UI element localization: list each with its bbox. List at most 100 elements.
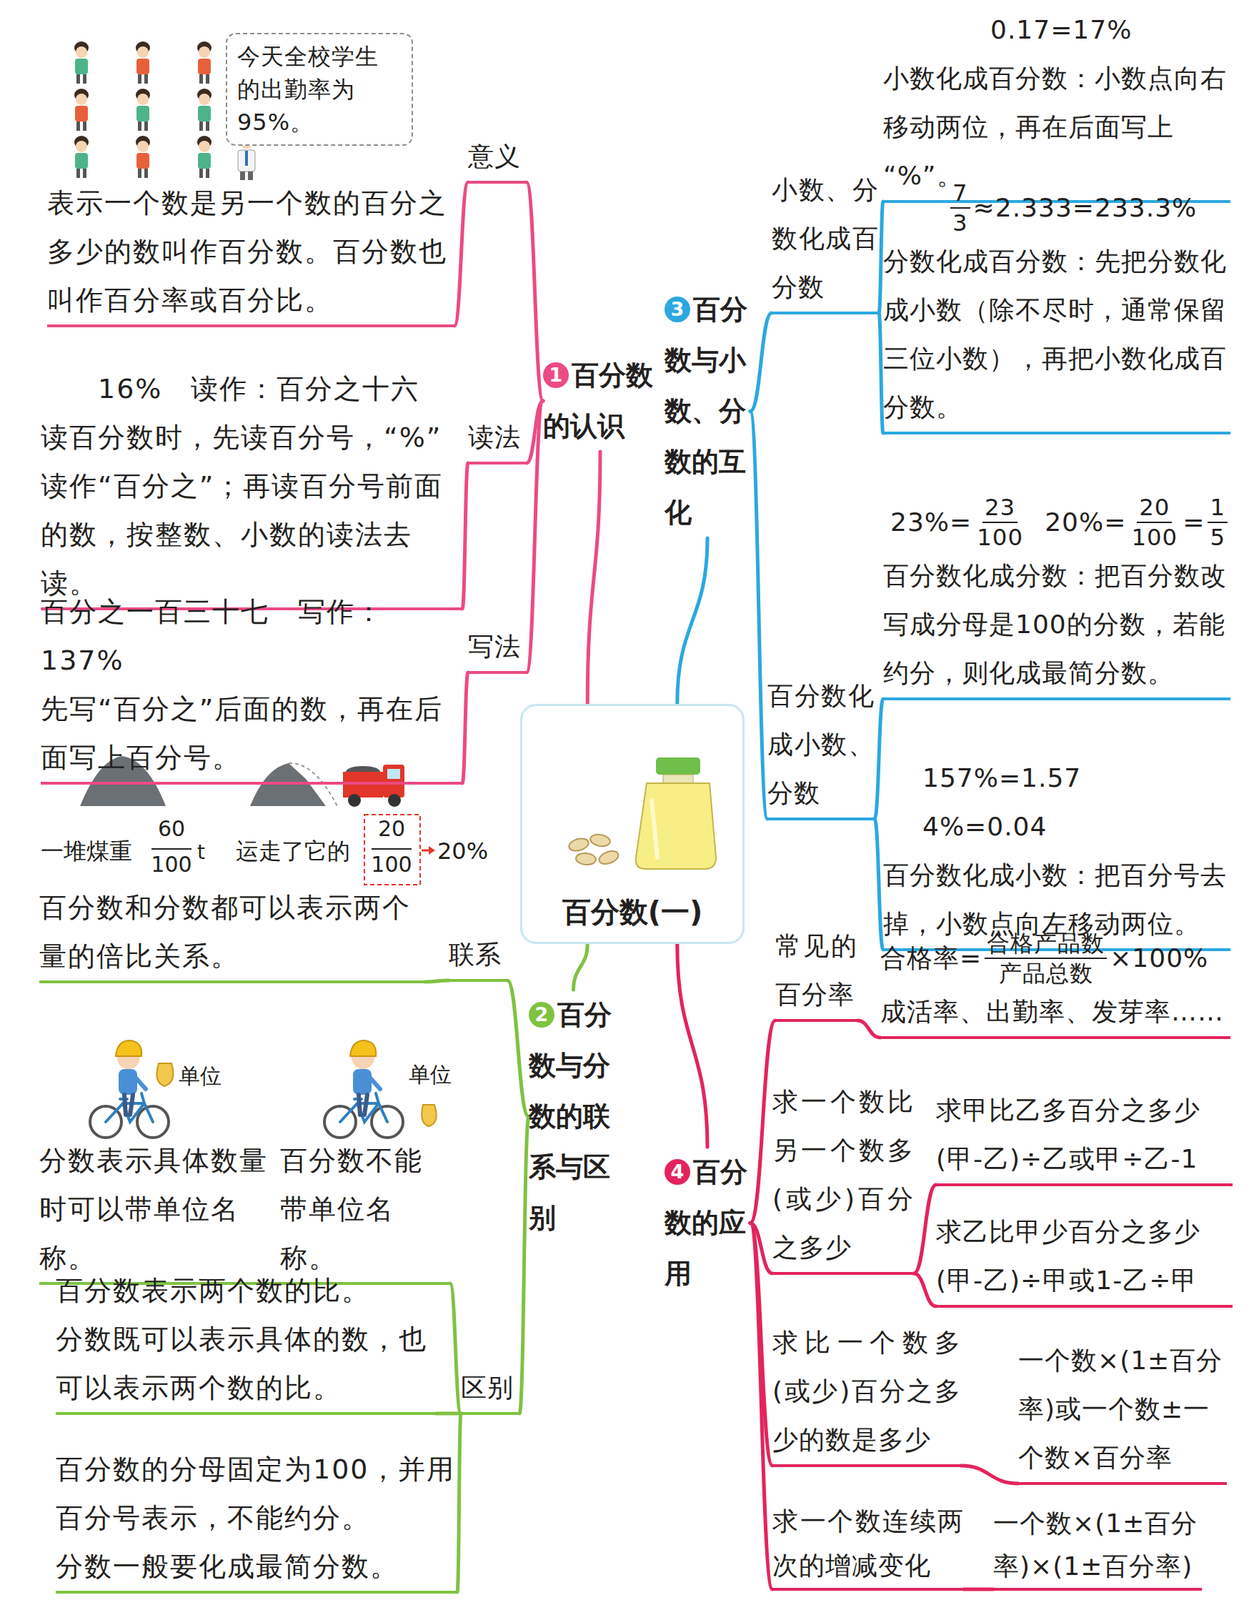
branch-connector [961, 1465, 1019, 1484]
label-text: t [197, 840, 206, 865]
rect-shape [387, 768, 401, 779]
text-block: 求乙比甲少百分之多少 [936, 1207, 1233, 1257]
line-shape [151, 848, 192, 850]
sub-node: 区别 [460, 1363, 520, 1415]
text-block: 分数化成百分数：先把分数化成小数（除不尽时，通常保留三位小数），再把小数化成百分… [883, 237, 1231, 432]
sub-node: 写法 [468, 622, 527, 674]
text-block: 一个数×(1±百分率)×(1±百分率) [993, 1501, 1202, 1588]
text-block: 百分数表示两个数的比。 [55, 1266, 436, 1315]
leafL-node: 百分数表示两个数的比。分数既可以表示具体的数，也可以表示两个数的比。 [55, 1266, 436, 1415]
text-block: 0.17=17% [883, 5, 1231, 55]
use-shape [90, 1040, 169, 1138]
text-block: 联系 [448, 930, 508, 979]
sub-node: 小数、分数化成百分数 [771, 165, 879, 315]
text-block: 百分数不能带单位名称。 [280, 1136, 451, 1282]
line-shape [371, 848, 412, 850]
branch-connector [462, 463, 469, 609]
path-shape [156, 1063, 173, 1087]
leafR-node: 23%=2310020%=20100=15百分数化成分数：把百分数改写成分母是1… [883, 493, 1231, 701]
sub-node: 常见的百分率 [775, 921, 858, 1022]
circle-shape [347, 793, 361, 807]
text-block: 分数既可以表示具体的数，也可以表示两个数的比。 [55, 1314, 436, 1412]
use-shape [74, 135, 89, 178]
denominator: 100 [974, 523, 1026, 552]
branch-connector [874, 818, 884, 950]
text-block: 读法 [468, 412, 527, 462]
leafL-node: 表示一个数是另一个数的百分之多少的数叫作百分数。百分数也叫作百分率或百分比。 [47, 178, 455, 328]
formula-text: 合格率= [880, 933, 982, 983]
text-block: 百分数和分数都可以表示两个量的倍比关系。 [39, 883, 426, 981]
branch-connector [750, 1020, 776, 1224]
text-block: 意义 [468, 132, 527, 181]
denominator: 3 [950, 208, 971, 238]
ellipse-shape [575, 852, 596, 866]
sub-node: 求一个数比另一个数多(或少)百分之多少 [772, 1077, 914, 1275]
callout-number: 2 [528, 1001, 555, 1028]
leafR-node: 一个数×(1±百分率)×(1±百分率) [993, 1501, 1202, 1591]
branch-connector [425, 980, 449, 982]
use-shape [135, 41, 151, 84]
two-columns: 分数表示具体数量时可以带单位名称。百分数不能带单位名称。 [39, 1136, 451, 1282]
br-node: 2百分数与分数的联系与区别 [528, 989, 619, 1244]
text-block: (甲-乙)÷乙或甲÷乙-1 [936, 1134, 1233, 1184]
sub-node: 求比一个数多(或少)百分之多少的数是多少 [772, 1318, 962, 1467]
use-shape [197, 41, 212, 84]
rect-shape [342, 771, 383, 798]
ellipse-shape [597, 848, 621, 867]
branch-connector [857, 1020, 881, 1038]
label-text: 60 [157, 815, 186, 842]
numerator: 合格产品数 [984, 928, 1107, 959]
center-node: 百分数(一) [520, 703, 745, 944]
numerator: 7 [950, 178, 971, 209]
denominator: 产品总数 [996, 958, 1096, 988]
branch-connector [913, 1273, 937, 1307]
branch-connector [913, 1184, 937, 1274]
spacer [1028, 518, 1045, 526]
leafR-node: 一个数×(1±百分率)或一个数±一个数×百分率 [1018, 1336, 1227, 1485]
text-block: 百分数(一) [562, 891, 704, 932]
branch-connector [526, 400, 544, 673]
label-text: 20% [437, 837, 489, 865]
branch-connector [677, 538, 708, 704]
branch-connector [750, 411, 768, 820]
text-block: 百分数化成分数：把百分数改写成分母是100的分数，若能约分，则化成最简分数。 [883, 551, 1231, 698]
path-shape [421, 1104, 436, 1127]
text-block: 分数一般要化成最简分数。 [55, 1541, 458, 1591]
ellipse-shape [567, 836, 590, 854]
branch-connector [750, 1223, 773, 1590]
branch-connector [519, 1116, 529, 1415]
rect-shape [663, 774, 694, 784]
use-shape [135, 135, 151, 178]
rect-shape [382, 764, 405, 798]
leafR-node: 求甲比乙多百分之多少(甲-乙)÷乙或甲÷乙-1 [936, 1086, 1233, 1187]
text-block: 157%=1.57 4%=0.04 [883, 753, 1231, 852]
label-text: 一堆煤重 [40, 837, 133, 865]
sub-node: 意义 [468, 132, 527, 184]
text-block: 成活率、出勤率、发芽率…… [880, 987, 1231, 1037]
fraction: 23100 [974, 493, 1026, 552]
label-text: 100 [150, 851, 192, 878]
text-block: 求一个数连续两次的增减变化 [772, 1499, 964, 1588]
leafR-node: 73≈2.333=233.3%分数化成百分数：先把分数化成小数（除不尽时，通常保… [883, 178, 1231, 435]
branch-connector [963, 1587, 994, 1592]
branch-text: 1百分数的认识 [543, 350, 658, 452]
formula-text: ×100% [1109, 933, 1209, 983]
bubble-node: 今天全校学生的出勤率为95%。 [225, 32, 413, 146]
text-block: 16% 读作：百分之十六 [40, 364, 463, 413]
br-node: 3百分数与小数、分数的互化 [664, 284, 751, 539]
branch-connector [454, 182, 469, 326]
numerator: 20 [1136, 493, 1172, 524]
branch-connector [457, 1413, 461, 1592]
text-block: 求一个数比另一个数多(或少)百分之多少 [772, 1077, 914, 1272]
text-block: 求比一个数多(或少)百分之多少的数是多少 [772, 1318, 962, 1465]
callout-number: 3 [664, 296, 691, 323]
use-shape [135, 88, 151, 131]
formula-text: ≈2.333=233.3% [973, 183, 1198, 233]
leafL-node: 分数表示具体数量时可以带单位名称。百分数不能带单位名称。 [39, 1136, 451, 1285]
text-block: 区别 [460, 1363, 520, 1412]
text-block: (甲-乙)÷甲或1-乙÷甲 [936, 1256, 1233, 1305]
branch-text: 3百分数与小数、分数的互化 [664, 284, 751, 539]
path-shape [651, 800, 658, 858]
branch-connector [874, 698, 884, 819]
